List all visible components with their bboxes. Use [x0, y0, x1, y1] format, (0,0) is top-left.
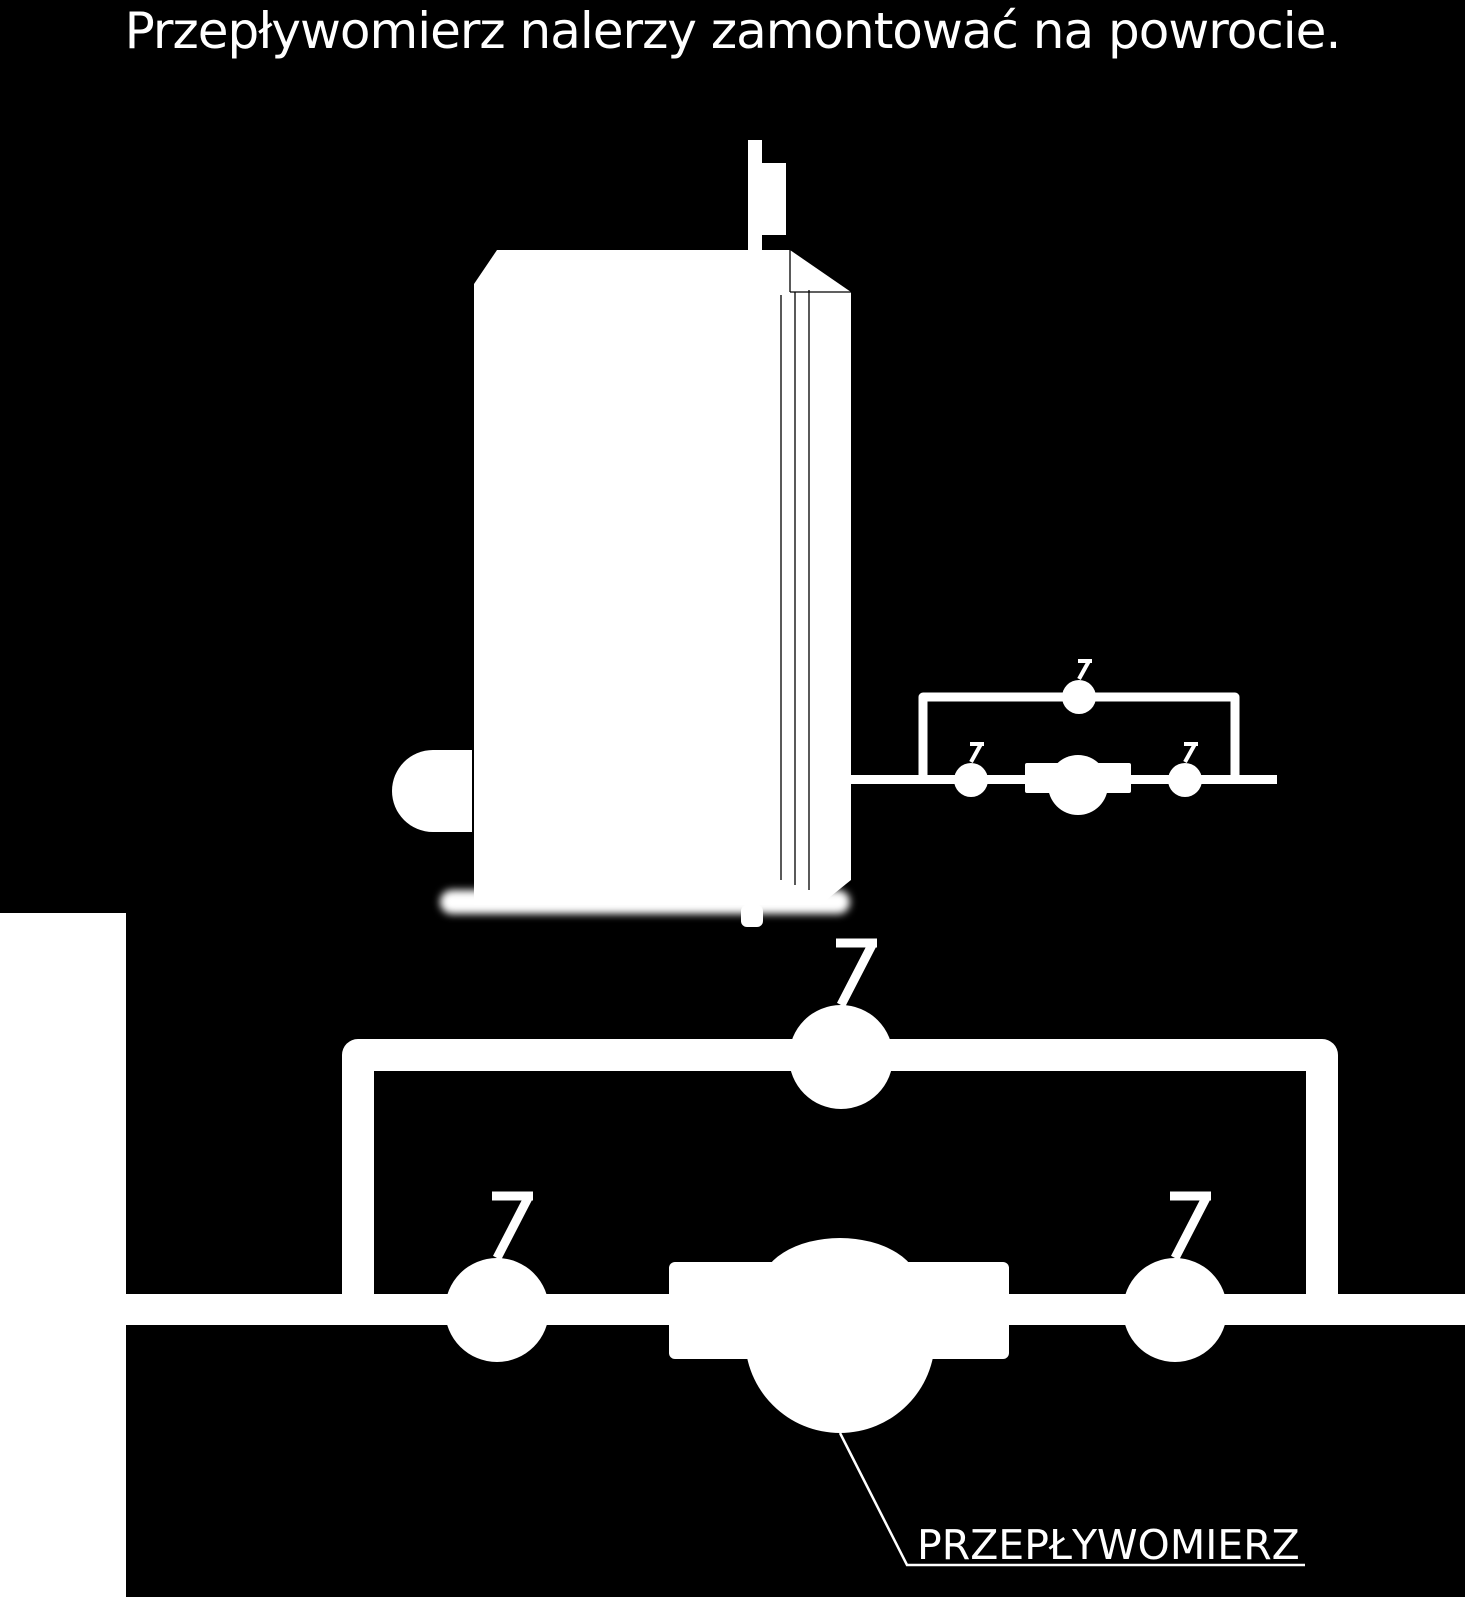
- ball-valve-icon: [445, 1191, 549, 1362]
- flue-cap: [748, 163, 786, 235]
- page-title: Przepływomierz nalerzy zamontować na pow…: [124, 2, 1342, 60]
- flowmeter-label: PRZEPŁYWOMIERZ: [917, 1521, 1300, 1569]
- ball-valve-icon: [954, 742, 988, 797]
- boiler-body: [474, 250, 851, 905]
- ball-valve-icon: [1062, 659, 1096, 714]
- flowmeter-leader-line: [838, 1432, 1305, 1567]
- ball-valve-icon: [1123, 1191, 1227, 1362]
- ball-valve-icon: [1168, 742, 1202, 797]
- boiler: [392, 140, 881, 927]
- small-piping-assembly: [851, 659, 1277, 815]
- ball-valve-icon: [789, 938, 893, 1109]
- large-piping-assembly: PRZEPŁYWOMIERZ: [0, 913, 1465, 1597]
- wall: [0, 913, 126, 1597]
- burner: [392, 750, 472, 832]
- flowmeter-icon: [669, 1238, 1009, 1433]
- flowmeter-icon: [1025, 755, 1131, 815]
- drain-stub: [741, 905, 763, 927]
